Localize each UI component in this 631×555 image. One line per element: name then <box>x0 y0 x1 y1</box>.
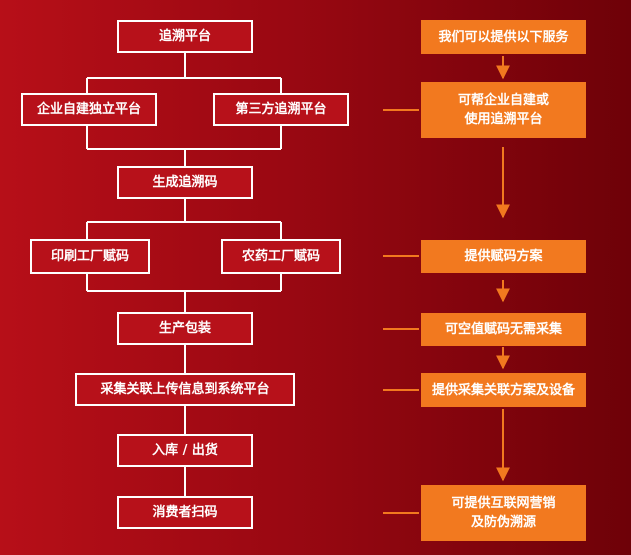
production-packaging-box: 生产包装 <box>117 312 253 345</box>
consumer-scan-box: 消费者扫码 <box>117 496 253 529</box>
connector-platform-split <box>86 52 282 94</box>
generate-code-box: 生成追溯码 <box>117 166 253 199</box>
service-self-build-line1: 可帮企业自建或 <box>457 93 549 108</box>
service-marketing-line1: 可提供互联网营销 <box>451 496 556 511</box>
service-intro-box: 我们可以提供以下服务 <box>421 20 586 54</box>
pesticide-factory-box: 农药工厂赋码 <box>221 239 341 274</box>
connector-code-merge <box>86 273 282 313</box>
service-self-build-line2: 使用追溯平台 <box>464 112 543 127</box>
collect-upload-box: 采集关联上传信息到系统平台 <box>75 373 295 406</box>
service-collect-equipment-box: 提供采集关联方案及设备 <box>421 373 586 407</box>
service-marketing-line2: 及防伪溯源 <box>470 515 536 530</box>
enterprise-platform-box: 企业自建独立平台 <box>21 93 157 126</box>
connector-platform-merge <box>86 126 282 167</box>
service-self-build-box: 可帮企业自建或 使用追溯平台 <box>421 82 586 138</box>
print-factory-box: 印刷工厂赋码 <box>30 239 150 274</box>
trace-platform-box: 追溯平台 <box>117 20 253 53</box>
service-coding-plan-box: 提供赋码方案 <box>421 240 586 273</box>
service-blank-coding-box: 可空值赋码无需采集 <box>421 313 586 346</box>
storage-shipping-box: 入库 / 出货 <box>117 434 253 467</box>
connector-code-split <box>86 199 282 240</box>
third-party-platform-box: 第三方追溯平台 <box>213 93 349 126</box>
service-marketing-box: 可提供互联网营销 及防伪溯源 <box>421 485 586 541</box>
